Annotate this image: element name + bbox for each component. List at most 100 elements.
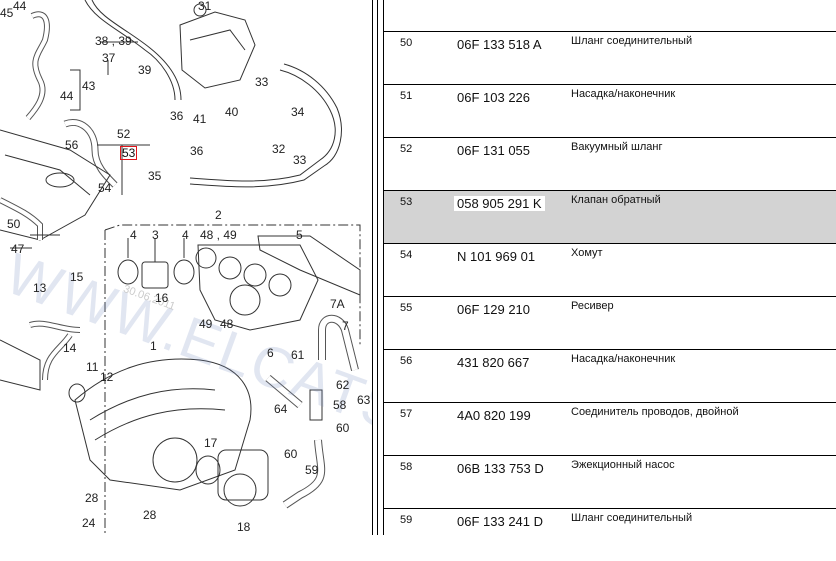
part-number[interactable]: 058 905 291 K <box>454 196 545 211</box>
callout-48-49[interactable]: 48 , 49 <box>200 228 237 242</box>
callout-53-highlighted[interactable]: 53 <box>120 146 138 160</box>
intake-manifold-1 <box>74 358 252 491</box>
cylinder-head-cover <box>0 129 111 241</box>
callout-14[interactable]: 14 <box>63 341 77 355</box>
callout-62[interactable]: 62 <box>336 378 350 392</box>
table-row[interactable]: 59 06F 133 241 D Шланг соединительный <box>384 508 836 561</box>
table-row[interactable]: 54 N 101 969 01 Хомут <box>384 243 836 296</box>
callout-58[interactable]: 58 <box>333 398 347 412</box>
callout-60b[interactable]: 60 <box>284 447 298 461</box>
callout-60[interactable]: 60 <box>336 421 350 435</box>
callout-28b[interactable]: 28 <box>143 508 157 522</box>
callout-52[interactable]: 52 <box>117 127 131 141</box>
position-number: 58 <box>400 461 413 473</box>
callout-15[interactable]: 15 <box>70 270 84 284</box>
table-row[interactable]: 52 06F 131 055 Вакуумный шланг <box>384 137 836 190</box>
parts-table: 50 06F 133 518 A Шланг соединительный 51… <box>383 0 836 535</box>
callout-1[interactable]: 1 <box>150 339 157 353</box>
part-number[interactable]: 06F 133 241 D <box>457 514 544 529</box>
callout-16[interactable]: 16 <box>155 291 169 305</box>
part-description: Эжекционный насос <box>571 459 675 471</box>
part-description: Шланг соединительный <box>571 512 693 524</box>
callout-45[interactable]: 45 <box>0 6 14 20</box>
callout-49[interactable]: 49 <box>199 317 213 331</box>
callout-4[interactable]: 4 <box>130 228 137 242</box>
callout-12[interactable]: 12 <box>100 370 114 384</box>
position-number: 56 <box>400 355 413 367</box>
callout-36[interactable]: 36 <box>170 109 184 123</box>
filter-3 <box>141 261 169 289</box>
callout-4b[interactable]: 4 <box>182 228 189 242</box>
table-row[interactable]: 51 06F 103 226 Насадка/наконечник <box>384 84 836 137</box>
callout-48[interactable]: 48 <box>220 317 234 331</box>
callout-50[interactable]: 50 <box>7 217 21 231</box>
position-number: 50 <box>400 37 413 49</box>
callout-41[interactable]: 41 <box>193 112 207 126</box>
part-number[interactable]: 06F 131 055 <box>457 143 531 158</box>
callout-33[interactable]: 33 <box>255 75 269 89</box>
callout-34[interactable]: 34 <box>291 105 305 119</box>
callout-56[interactable]: 56 <box>65 138 79 152</box>
part-description: Соединитель проводов, двойной <box>571 406 739 418</box>
callout-7a[interactable]: 7A <box>330 297 345 311</box>
throttle-body-2 <box>197 244 319 331</box>
callout-31[interactable]: 31 <box>198 0 212 13</box>
o-ring-17 <box>195 455 221 485</box>
position-number: 52 <box>400 143 413 155</box>
table-row-selected[interactable]: 53 058 905 291 K Клапан обратный <box>384 190 836 243</box>
callout-39[interactable]: 39 <box>138 63 152 77</box>
part-description: Шланг соединительный <box>571 35 693 47</box>
part-number[interactable]: 06B 133 753 D <box>457 461 544 476</box>
callout-7[interactable]: 7 <box>342 319 349 333</box>
part-number[interactable]: 431 820 667 <box>457 355 530 370</box>
callout-40[interactable]: 40 <box>225 105 239 119</box>
callout-6[interactable]: 6 <box>267 346 274 360</box>
callout-18[interactable]: 18 <box>237 520 251 534</box>
callout-63[interactable]: 63 <box>357 393 371 407</box>
part-description: Клапан обратный <box>571 194 661 206</box>
table-row[interactable]: 57 4A0 820 199 Соединитель проводов, дво… <box>384 402 836 455</box>
part-number[interactable]: N 101 969 01 <box>457 249 536 264</box>
table-row[interactable]: 58 06B 133 753 D Эжекционный насос <box>384 455 836 508</box>
callout-11[interactable]: 11 <box>86 360 99 374</box>
exploded-parts-diagram: WWW.ELCATS.RU 30.06.2011 44 45 38 , 39 3… <box>0 0 372 535</box>
throttle-valve-18 <box>217 449 269 501</box>
callout-54[interactable]: 54 <box>98 181 112 195</box>
ejector-pump-58 <box>309 389 323 421</box>
position-number: 55 <box>400 302 413 314</box>
panel-divider[interactable] <box>372 0 378 535</box>
callout-35[interactable]: 35 <box>148 169 162 183</box>
part-number[interactable]: 06F 103 226 <box>457 90 531 105</box>
table-row[interactable]: 50 06F 133 518 A Шланг соединительный <box>384 31 836 84</box>
callout-59[interactable]: 59 <box>305 463 319 477</box>
callout-13[interactable]: 13 <box>33 281 47 295</box>
part-description: Насадка/наконечник <box>571 88 676 100</box>
position-number: 57 <box>400 408 413 420</box>
callout-43[interactable]: 43 <box>82 79 96 93</box>
callout-44[interactable]: 44 <box>13 0 27 13</box>
callout-33b[interactable]: 33 <box>293 153 307 167</box>
table-row[interactable]: 56 431 820 667 Насадка/наконечник <box>384 349 836 402</box>
part-description: Вакуумный шланг <box>571 141 663 153</box>
callout-36b[interactable]: 36 <box>190 144 204 158</box>
callout-5[interactable]: 5 <box>296 228 303 242</box>
callout-24[interactable]: 24 <box>82 516 96 530</box>
callout-17[interactable]: 17 <box>204 436 218 450</box>
callout-2[interactable]: 2 <box>215 208 222 222</box>
callout-64[interactable]: 64 <box>274 402 288 416</box>
callout-61[interactable]: 61 <box>291 348 305 362</box>
callout-32[interactable]: 32 <box>272 142 286 156</box>
callout-44b[interactable]: 44 <box>60 89 74 103</box>
part-number[interactable]: 06F 133 518 A <box>457 37 542 52</box>
callout-28[interactable]: 28 <box>85 491 99 505</box>
part-number[interactable]: 06F 129 210 <box>457 302 531 317</box>
callout-47[interactable]: 47 <box>11 242 25 256</box>
callout-3[interactable]: 3 <box>152 228 159 242</box>
table-row[interactable]: 55 06F 129 210 Ресивер <box>384 296 836 349</box>
callout-37[interactable]: 37 <box>102 51 116 65</box>
clamp-4 <box>117 259 139 285</box>
position-number: 54 <box>400 249 413 261</box>
callout-38-39[interactable]: 38 , 39 <box>95 34 132 48</box>
diagram-drawing <box>0 0 361 535</box>
part-number[interactable]: 4A0 820 199 <box>457 408 531 423</box>
